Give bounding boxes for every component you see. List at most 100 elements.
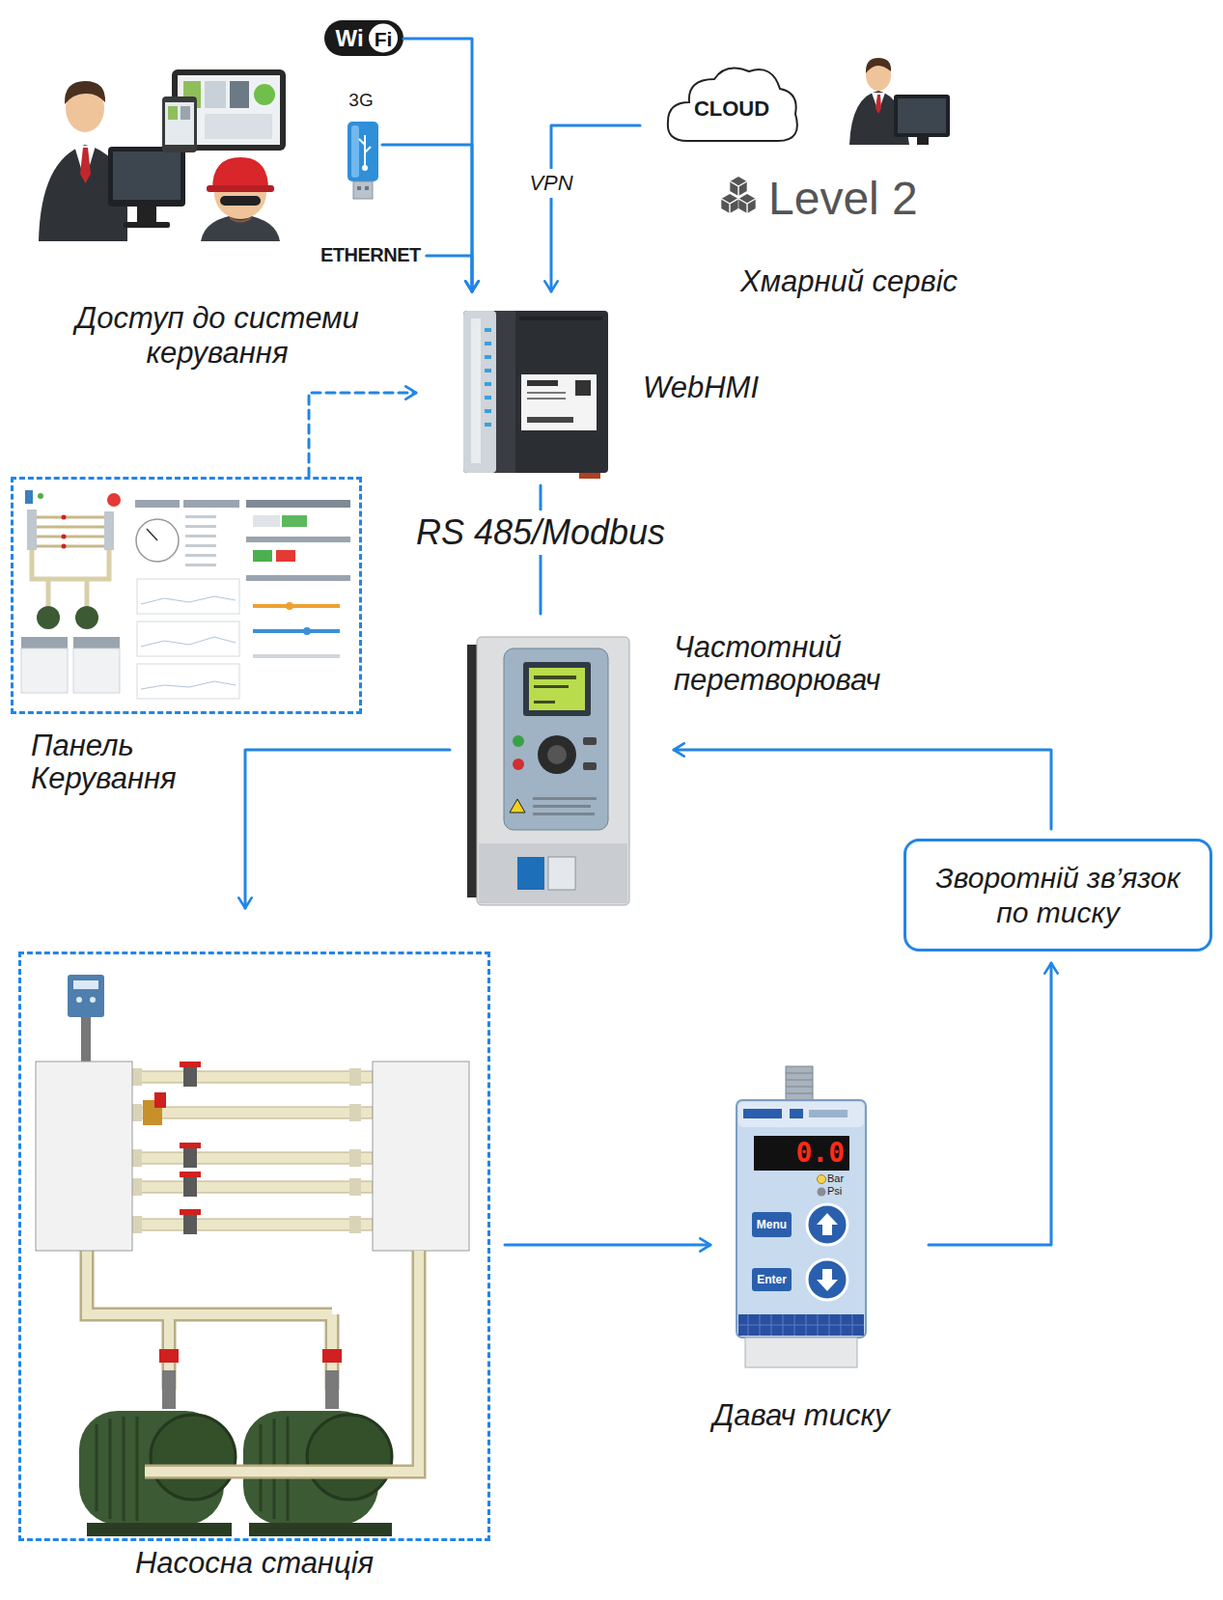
webhmi-device bbox=[521, 374, 597, 431]
webhmi-device bbox=[484, 328, 492, 333]
control-panel-screenshot bbox=[285, 602, 294, 611]
caption-text: Давач тиску bbox=[704, 1398, 898, 1434]
worker-figure bbox=[220, 195, 261, 206]
frequency-converter bbox=[512, 758, 525, 771]
frequency-converter bbox=[548, 857, 576, 890]
wifi-logo bbox=[368, 24, 398, 54]
control-panel-box: Панель Керування bbox=[10, 476, 362, 715]
frequency-converter bbox=[503, 648, 609, 831]
valve-symbol bbox=[183, 1148, 197, 1168]
connector-arrow bbox=[551, 125, 640, 292]
pump-symbol bbox=[79, 1349, 392, 1537]
webhmi-device bbox=[484, 355, 492, 360]
pipe-set bbox=[349, 1068, 362, 1086]
pump-symbol bbox=[150, 1415, 236, 1501]
box-text: Зворотній зв’язок по тиску bbox=[921, 861, 1195, 931]
webhmi-device bbox=[484, 409, 492, 414]
control-panel-screenshot bbox=[104, 511, 114, 551]
wifi-logo: WiFi bbox=[324, 20, 404, 56]
usb-modem bbox=[347, 121, 379, 182]
control-panel-screenshot bbox=[37, 493, 44, 500]
pressure-sensor bbox=[816, 1213, 838, 1236]
webhmi-device bbox=[527, 380, 558, 387]
valve-symbol bbox=[183, 1177, 197, 1197]
pressure-sensor bbox=[806, 1204, 848, 1246]
control-panel-screenshot bbox=[21, 648, 68, 694]
usb-modem bbox=[359, 135, 371, 167]
pressure-sensor bbox=[738, 1314, 864, 1336]
pump-symbol bbox=[159, 1349, 179, 1363]
usb-modem bbox=[353, 181, 373, 199]
valve-symbol bbox=[183, 1215, 197, 1235]
usb-modem bbox=[364, 186, 369, 191]
frequency-converter bbox=[478, 843, 628, 904]
control-panel-screenshot bbox=[137, 664, 240, 699]
pump-station-drawing bbox=[35, 1061, 133, 1251]
connector-arrow bbox=[245, 750, 450, 909]
pump-station-drawing bbox=[144, 1250, 419, 1473]
pipe-set bbox=[349, 1104, 362, 1122]
pressure-sensor bbox=[736, 1100, 866, 1338]
tablet-icon bbox=[162, 69, 286, 153]
pump-station-drawing bbox=[81, 1015, 91, 1064]
frequency-converter bbox=[533, 675, 577, 680]
pressure-sensor: 0.0BarPsiMenuEnterДавач тиску bbox=[734, 1066, 868, 1368]
control-panel-screenshot bbox=[107, 493, 121, 507]
pump-symbol bbox=[306, 1415, 392, 1501]
control-panel-screenshot bbox=[61, 534, 67, 540]
logo-text: Wi bbox=[330, 25, 369, 53]
wifi-logo bbox=[324, 20, 404, 56]
pump-station-drawing bbox=[86, 1245, 333, 1390]
pressure-sensor bbox=[817, 1188, 827, 1197]
control-panel-screenshot bbox=[73, 648, 120, 694]
tablet-icon bbox=[180, 106, 191, 120]
frequency-converter bbox=[583, 762, 597, 771]
frequency-converter bbox=[547, 745, 567, 765]
connector-arrow bbox=[928, 963, 1052, 1246]
cloud-shape bbox=[667, 67, 798, 141]
operator-figure bbox=[123, 222, 170, 228]
control-panel-screenshot bbox=[146, 528, 158, 541]
cloud-operator-figure bbox=[893, 94, 950, 138]
control-panel-screenshot bbox=[137, 621, 240, 657]
wifi-logo bbox=[324, 20, 404, 56]
pipe-set bbox=[132, 1216, 142, 1234]
pipe-set bbox=[132, 1219, 373, 1231]
frequency-converter bbox=[532, 812, 595, 816]
control-panel-screenshot bbox=[252, 515, 280, 528]
webhmi-controller: WebHMI bbox=[459, 301, 618, 480]
control-panel-screenshot bbox=[183, 500, 240, 508]
operator-figure bbox=[64, 81, 106, 105]
cloud-operator-figure bbox=[897, 98, 946, 134]
caption-text: WebHMI bbox=[642, 370, 759, 406]
control-panel-screenshot bbox=[252, 604, 340, 609]
webhmi-device bbox=[463, 310, 609, 479]
valve-symbol bbox=[183, 1067, 197, 1087]
tablet-icon bbox=[204, 113, 273, 139]
edge-label: VPN bbox=[523, 168, 579, 198]
connector-arrow bbox=[504, 1244, 711, 1248]
control-panel-screenshot bbox=[36, 545, 105, 549]
tablet-icon bbox=[162, 96, 197, 153]
frequency-converter bbox=[509, 799, 526, 813]
pipe-set bbox=[132, 1068, 142, 1086]
frequency-converter bbox=[533, 685, 569, 689]
control-panel-screenshot bbox=[281, 515, 307, 528]
cloud-label: CLOUD bbox=[668, 96, 795, 121]
usb-modem bbox=[357, 186, 362, 191]
button-label: Enter bbox=[751, 1268, 792, 1292]
pressure-sensor bbox=[816, 1269, 838, 1292]
pump-symbol bbox=[325, 1370, 339, 1410]
control-panel-screenshot bbox=[246, 575, 351, 582]
webhmi-device bbox=[471, 318, 481, 464]
tablet-icon bbox=[165, 102, 195, 145]
frequency-converter: Частотний перетворювач bbox=[467, 633, 636, 909]
valve-symbol bbox=[179, 1142, 201, 1149]
webhmi-device bbox=[519, 316, 603, 321]
valve-symbol bbox=[179, 1061, 201, 1068]
display-reading: 0.0 bbox=[755, 1136, 845, 1171]
control-panel-screenshot bbox=[303, 627, 311, 636]
cloud-operator-figure bbox=[849, 57, 950, 145]
